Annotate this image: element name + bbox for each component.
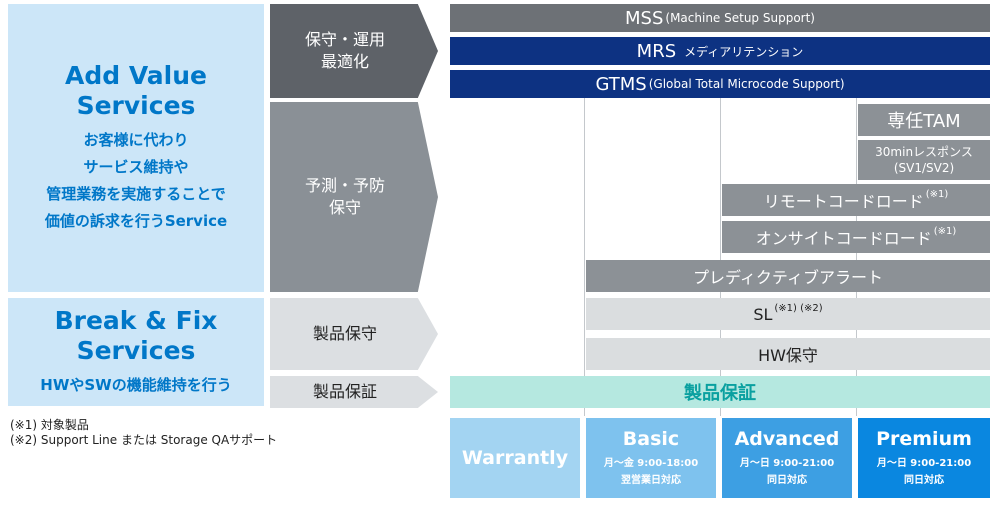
footnote-2: (※2) Support Line または Storage QAサポート xyxy=(10,433,278,447)
mrs-sub: メディアリテンション xyxy=(684,44,804,59)
tier-basic-hours: 月〜金 9:00-18:00 xyxy=(603,458,699,469)
category-maint-ops: 保守・運用 最適化 xyxy=(270,4,438,98)
service-bar-mrs: MRS メディアリテンション xyxy=(450,37,990,65)
category-predictive: 予測・予防 保守 xyxy=(270,102,438,292)
break-fix-panel: Break & Fix Services HWやSWの機能維持を行う xyxy=(8,298,264,406)
tier-premium-name: Premium xyxy=(876,428,972,450)
add-value-desc-2: サービス維持や xyxy=(83,158,189,176)
break-fix-title-line1: Break & Fix xyxy=(54,305,218,335)
tier-basic: Basic 月〜金 9:00-18:00 翌営業日対応 xyxy=(586,418,716,498)
service-bar-remote-codeload: リモートコードロード (※1) xyxy=(722,184,990,216)
service-bar-mss: MSS (Machine Setup Support) xyxy=(450,4,990,32)
service-bar-onsite-codeload: オンサイトコードロード (※1) xyxy=(722,221,990,253)
add-value-desc-4: 価値の訴求を行うService xyxy=(44,212,228,230)
sl-note: (※1) (※2) xyxy=(774,302,823,314)
mss-main: MSS xyxy=(625,7,664,29)
break-fix-title-line2: Services xyxy=(76,335,196,365)
service-bar-response: 30minレスポンス (SV1/SV2) xyxy=(858,140,990,180)
break-fix-desc: HWやSWの機能維持を行う xyxy=(40,375,232,394)
service-bar-sl: SL (※1) (※2) xyxy=(586,298,990,330)
add-value-title-line2: Services xyxy=(76,91,196,120)
tier-advanced: Advanced 月〜日 9:00-21:00 同日対応 xyxy=(722,418,852,498)
onsite-codeload-note: (※1) xyxy=(933,225,957,237)
add-value-desc-1: お客様に代わり xyxy=(83,131,189,149)
tier-divider-1 xyxy=(584,98,585,416)
sl-text: SL xyxy=(753,304,773,324)
tier-warrantly: Warrantly xyxy=(450,418,580,498)
tier-divider-3 xyxy=(856,98,857,416)
mss-sub: (Machine Setup Support) xyxy=(665,11,815,25)
response-line1: 30minレスポンス xyxy=(875,145,973,159)
tier-divider-2 xyxy=(720,98,721,416)
category-product-maint: 製品保守 xyxy=(270,298,438,370)
tier-basic-coverage: 翌営業日対応 xyxy=(621,475,681,486)
tier-basic-name: Basic xyxy=(622,428,680,450)
service-bar-tam: 専任TAM xyxy=(858,104,990,136)
add-value-panel: Add Value Services お客様に代わり サービス維持や 管理業務を… xyxy=(8,4,264,292)
remote-codeload-text: リモートコードロード xyxy=(763,192,924,211)
tier-advanced-name: Advanced xyxy=(734,428,840,450)
tier-premium-coverage: 同日対応 xyxy=(904,475,944,486)
service-bar-warranty: 製品保証 xyxy=(450,376,990,408)
service-bar-predictive-alert: プレディクティブアラート xyxy=(586,260,990,292)
category-product-warranty: 製品保証 xyxy=(270,376,438,408)
tier-premium-hours: 月〜日 9:00-21:00 xyxy=(876,458,972,469)
tier-advanced-hours: 月〜日 9:00-21:00 xyxy=(739,458,835,469)
service-bar-gtms: GTMS (Global Total Microcode Support) xyxy=(450,70,990,98)
tier-warrantly-name: Warrantly xyxy=(461,447,569,469)
tier-advanced-coverage: 同日対応 xyxy=(767,475,807,486)
gtms-sub: (Global Total Microcode Support) xyxy=(648,77,845,91)
add-value-title-line1: Add Value xyxy=(64,61,208,90)
onsite-codeload-text: オンサイトコードロード xyxy=(755,229,932,248)
add-value-desc-3: 管理業務を実施することで xyxy=(46,185,226,203)
gtms-main: GTMS xyxy=(595,73,647,95)
response-line2: (SV1/SV2) xyxy=(893,161,955,175)
remote-codeload-note: (※1) xyxy=(925,188,949,200)
footnote-1: (※1) 対象製品 xyxy=(10,418,89,432)
mrs-main: MRS xyxy=(636,40,677,62)
tier-premium: Premium 月〜日 9:00-21:00 同日対応 xyxy=(858,418,990,498)
service-bar-hw-maint: HW保守 xyxy=(586,338,990,370)
